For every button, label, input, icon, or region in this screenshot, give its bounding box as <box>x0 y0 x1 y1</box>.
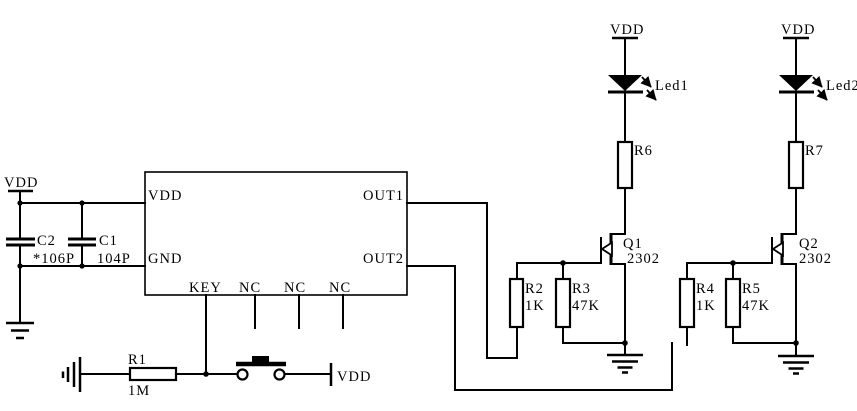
q1-drain-lead <box>610 187 626 235</box>
bypass-network: C2 *106P C1 104P <box>6 200 146 340</box>
r5-body <box>724 277 742 329</box>
c1-value-label: 104P <box>97 251 131 267</box>
out1-wire <box>406 202 518 359</box>
r4-ref-label: R4 <box>696 281 715 297</box>
led2-emission-arrow <box>816 89 828 101</box>
led1-emission-arrow <box>645 89 657 101</box>
r2-body <box>508 277 525 329</box>
resistor-r2: R2 1K <box>508 277 545 329</box>
button-actuator-nub <box>252 356 269 362</box>
led1: Led1 <box>608 75 689 101</box>
r1-ref-label: R1 <box>128 352 147 368</box>
ic-pin-out2-label: OUT2 <box>363 251 404 267</box>
ic-pin-out1-label: OUT1 <box>363 188 404 204</box>
ic-pin-nc3-label: NC <box>329 280 351 296</box>
power-terminal-top-left: VDD <box>4 175 38 204</box>
r5-value-label: 47K <box>742 298 770 314</box>
q1-arrow <box>600 240 613 258</box>
power-terminal-button: VDD <box>329 363 371 386</box>
q2-drain-lead <box>781 187 797 235</box>
push-button <box>236 356 286 381</box>
q2-part-label: 2302 <box>799 251 832 267</box>
channel-1: R2 1K R3 47K Q1 2302 <box>508 22 689 374</box>
button-terminal-left <box>236 368 249 381</box>
ground-symbol-r1 <box>61 357 82 392</box>
resistor-r1: R1 1M <box>128 352 178 399</box>
r4-body <box>678 277 696 329</box>
ground-symbol-q1 <box>607 342 643 374</box>
junction-dot <box>79 200 85 206</box>
junction-dot <box>79 263 85 269</box>
out2-wire <box>406 265 673 391</box>
resistor-r6: R6 <box>616 92 653 190</box>
r3-value-label: 47K <box>572 298 600 314</box>
r7-ref-label: R7 <box>805 143 824 159</box>
r7-body <box>787 140 805 190</box>
gate2-rail-wire <box>686 262 773 280</box>
q1-ref-label: Q1 <box>623 236 643 252</box>
mosfet-q1: Q1 2302 <box>600 187 660 344</box>
r2-value-label: 1K <box>525 298 545 314</box>
gate1-rail-wire <box>516 262 602 280</box>
ic-pin-nc2-label: NC <box>284 280 306 296</box>
junction-dot <box>560 260 566 266</box>
c1-ref-label: C1 <box>99 233 118 249</box>
power-terminal-led1: VDD <box>610 22 644 76</box>
junction-dot <box>17 200 23 206</box>
r2-ref-label: R2 <box>525 281 544 297</box>
r1-body <box>128 366 178 382</box>
ground-symbol-caps <box>6 321 34 340</box>
channel-2: R4 1K R5 47K Q2 2302 <box>678 22 857 375</box>
q1-source-lead <box>610 263 626 344</box>
led1-emission-arrow <box>640 76 652 88</box>
ic-pin-key-label: KEY <box>189 280 222 296</box>
resistor-r4: R4 1K <box>678 277 716 346</box>
c2-ref-label: C2 <box>37 233 56 249</box>
resistor-r7: R7 <box>787 92 824 190</box>
vdd-label: VDD <box>4 175 38 191</box>
r5-bottom-lead <box>732 326 797 344</box>
resistor-r5: R5 47K <box>724 262 797 344</box>
capacitor-c1: C1 104P <box>68 202 131 267</box>
junction-dot <box>203 371 209 377</box>
ic-body <box>144 171 408 296</box>
led1-diode-triangle <box>608 75 642 91</box>
r4-value-label: 1K <box>696 298 716 314</box>
r6-body <box>616 140 634 190</box>
vdd-label: VDD <box>781 22 815 38</box>
led1-ref-label: Led1 <box>655 78 689 94</box>
q2-ref-label: Q2 <box>799 236 819 252</box>
r3-ref-label: R3 <box>572 281 591 297</box>
ground-symbol-q2 <box>778 342 814 375</box>
ic-pin-vdd-label: VDD <box>148 188 182 204</box>
vdd-label: VDD <box>610 22 644 38</box>
q1-part-label: 2302 <box>627 251 660 267</box>
r5-ref-label: R5 <box>742 281 761 297</box>
ic-pin-gnd-label: GND <box>148 251 182 267</box>
q2-source-lead <box>781 263 797 344</box>
main-ic: VDD GND OUT1 OUT2 KEY NC NC NC <box>144 171 408 329</box>
led2: Led2 <box>779 75 857 101</box>
vdd-label: VDD <box>337 369 371 385</box>
power-terminal-led2: VDD <box>781 22 815 76</box>
r3-bottom-lead <box>562 326 626 344</box>
r6-ref-label: R6 <box>634 143 653 159</box>
junction-dot <box>17 263 23 269</box>
button-terminal-right <box>273 368 286 381</box>
q2-arrow <box>771 240 784 258</box>
led2-diode-triangle <box>779 75 813 91</box>
junction-dot <box>730 260 736 266</box>
led2-ref-label: Led2 <box>826 78 857 94</box>
led2-emission-arrow <box>811 76 823 88</box>
key-button-circuit: R1 1M VDD <box>61 294 371 399</box>
c2-value-label: *106P <box>33 251 75 267</box>
mosfet-q2: Q2 2302 <box>771 187 832 344</box>
capacitor-c2: C2 *106P <box>6 202 75 267</box>
resistor-r3: R3 47K <box>554 262 626 344</box>
ic-pin-nc1-label: NC <box>239 280 261 296</box>
r1-value-label: 1M <box>128 383 150 399</box>
r3-body <box>554 277 572 329</box>
